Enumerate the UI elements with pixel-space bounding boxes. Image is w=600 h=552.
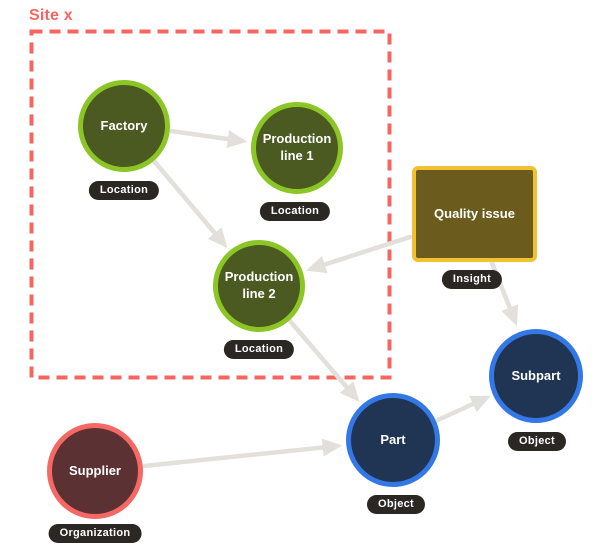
edge-factory-to-production-line-1 — [168, 128, 248, 148]
type-badge-factory-location: Location — [88, 181, 160, 200]
node-part-label: Part — [380, 431, 406, 447]
node-factory[interactable]: Factory — [78, 80, 170, 172]
edge-part-to-subpart — [435, 395, 491, 423]
node-quality-issue-label: Quality issue — [434, 205, 515, 221]
type-badge-part-object: Object — [366, 495, 426, 514]
node-production-line-1[interactable]: Production line 1 — [251, 102, 343, 194]
site-boundary-dashed-rect — [29, 29, 392, 380]
type-badge-subpart-object: Object — [507, 432, 567, 451]
type-badge-production-line-1-location: Location — [259, 202, 331, 221]
type-badge-production-line-2-location: Location — [223, 340, 295, 359]
node-production-line-2[interactable]: Production line 2 — [213, 240, 305, 332]
edge-factory-to-production-line-2 — [151, 158, 228, 249]
edge-supplier-to-part — [141, 438, 343, 469]
node-production-line-1-label: Production line 1 — [262, 131, 332, 163]
site-boundary-label: Site x — [29, 7, 73, 24]
edge-production-line-2-to-part — [287, 318, 360, 403]
type-badge-supplier-organization: Organization — [48, 524, 142, 543]
node-production-line-2-label: Production line 2 — [224, 269, 294, 301]
node-factory-label: Factory — [100, 117, 148, 133]
node-supplier[interactable]: Supplier — [47, 423, 143, 519]
node-part[interactable]: Part — [346, 393, 440, 487]
type-badge-quality-issue-insight: Insight — [441, 270, 503, 289]
node-quality-issue[interactable]: Quality issue — [412, 166, 537, 262]
edge-quality-issue-to-production-line-2 — [305, 234, 413, 274]
node-subpart-label: Subpart — [511, 367, 561, 383]
node-subpart[interactable]: Subpart — [489, 329, 583, 423]
node-supplier-label: Supplier — [68, 462, 121, 478]
